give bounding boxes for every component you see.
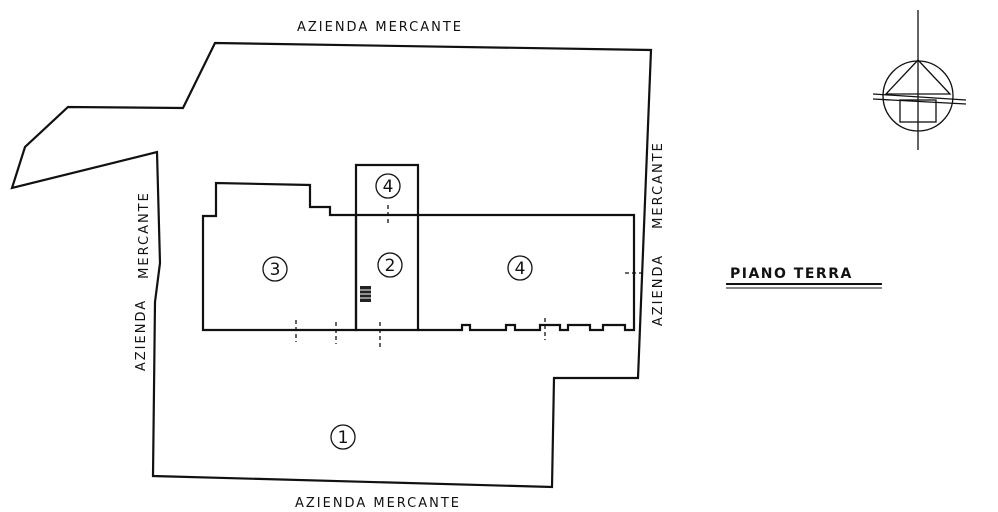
- area-marker-1: 1: [330, 424, 356, 450]
- area-marker-3: 3: [262, 256, 288, 282]
- area-4-small-outline: [354, 163, 420, 215]
- area-marker-2: 2: [377, 252, 403, 278]
- north-arrow-icon: [872, 10, 967, 150]
- property-boundary: [10, 41, 653, 489]
- label-bottom: AZIENDA MERCANTE: [295, 496, 461, 511]
- area-1-label: 1: [338, 428, 349, 448]
- area-4-small-label: 4: [383, 177, 394, 197]
- plan-title: PIANO TERRA: [730, 266, 853, 282]
- area-marker-4-main: 4: [507, 255, 533, 281]
- area-4-main-outline: [418, 213, 636, 332]
- area-2-label: 2: [385, 256, 396, 276]
- opening-marks: [295, 205, 643, 347]
- label-top: AZIENDA MERCANTE: [297, 20, 463, 35]
- label-left-lower: AZIENDA: [134, 299, 149, 371]
- stair-symbol: [360, 286, 371, 302]
- area-4-main-label: 4: [515, 259, 526, 279]
- area-3-outline: [201, 181, 358, 332]
- label-right-lower: AZIENDA: [651, 254, 666, 326]
- label-left-upper: MERCANTE: [137, 191, 152, 279]
- label-right-upper: MERCANTE: [651, 141, 666, 229]
- area-3-label: 3: [270, 260, 281, 280]
- area-marker-4-small: 4: [375, 173, 401, 199]
